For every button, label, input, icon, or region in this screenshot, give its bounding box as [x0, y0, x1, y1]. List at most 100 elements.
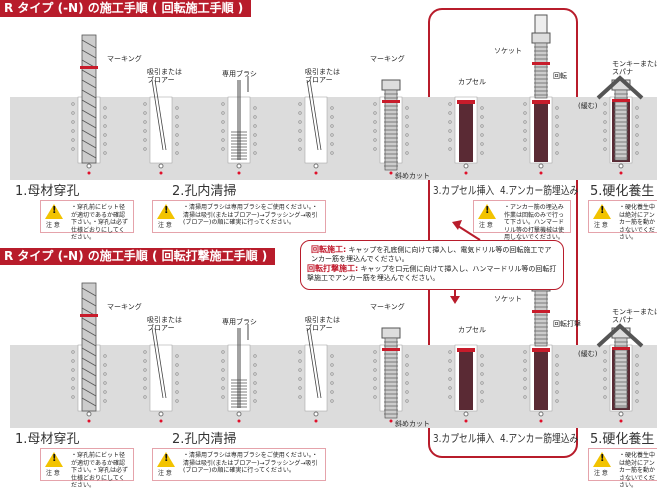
debris-dot: [71, 147, 75, 151]
debris-dot: [298, 359, 302, 363]
debris-dot: [143, 350, 147, 354]
diagonal-cut-label: 斜めカット: [395, 420, 430, 428]
debris-dot: [373, 350, 377, 354]
blower-nozzle: [151, 327, 167, 399]
debris-dot: [523, 147, 527, 151]
debris-dot: [298, 138, 302, 142]
step-label: 5.硬化養生: [590, 184, 655, 199]
anchor-bolt: [614, 89, 628, 161]
debris-dot: [555, 354, 559, 358]
debris-dot: [603, 102, 607, 106]
debris-dot: [221, 368, 225, 372]
marking-band: [612, 99, 630, 102]
red-dot: [464, 419, 468, 423]
drill-flute: [81, 297, 97, 307]
blower-nozzle: [151, 79, 167, 151]
blower-label: 吸引または ブロアー: [147, 316, 182, 332]
debris-dot: [71, 138, 75, 142]
debris-dot: [405, 106, 409, 110]
warning-icon: [593, 204, 611, 219]
debris-dot: [555, 115, 559, 119]
debris-dot: [603, 368, 607, 372]
debris-dot: [330, 106, 334, 110]
debris-dot: [448, 111, 452, 115]
caution-heading: 注 意: [594, 221, 608, 229]
red-dot: [159, 171, 163, 175]
debris-dot: [603, 359, 607, 363]
caution-text: ・清掃用ブラシは専用ブラシをご使用ください。・清掃は吸引(またはブロアー)→ブラ…: [183, 204, 318, 226]
debris-dot: [103, 142, 107, 146]
drill-flute: [81, 109, 97, 119]
caution-box-cure: 注 意・硬化養生中は絶対にアンカー筋を動かさないでください。: [588, 448, 657, 489]
debris-dot: [71, 377, 75, 381]
debris-dot: [448, 350, 452, 354]
debris-dot: [143, 359, 147, 363]
debris-dot: [253, 115, 257, 119]
debris-dot: [523, 377, 527, 381]
debris-dot: [448, 102, 452, 106]
debris-dot: [373, 102, 377, 106]
debris-dot: [523, 102, 527, 106]
debris-dot: [480, 372, 484, 376]
warning-icon: [45, 452, 63, 467]
debris-dot: [480, 115, 484, 119]
debris-dot: [635, 133, 639, 137]
warning-icon: [478, 204, 496, 219]
debris-dot: [448, 377, 452, 381]
capsule-cap: [532, 100, 550, 104]
step-label: 3.カプセル挿入: [433, 184, 495, 197]
debris-dot: [221, 395, 225, 399]
debris-dot: [175, 354, 179, 358]
debris-dot: [555, 142, 559, 146]
debris-dot: [330, 151, 334, 155]
caution-text: ・清掃用ブラシは専用ブラシをご使用ください。・清掃は吸引(またはブロアー)→ブラ…: [183, 452, 318, 474]
debris-dot: [555, 363, 559, 367]
wrench-icon: [596, 75, 644, 100]
debris-dot: [603, 111, 607, 115]
rotation-label: 回転打撃: [553, 320, 581, 328]
marking-band: [80, 314, 98, 317]
debris-dot: [523, 111, 527, 115]
debris-dot: [603, 129, 607, 133]
debris-dot: [448, 359, 452, 363]
debris-dot: [298, 120, 302, 124]
wrench-icon: [596, 323, 644, 348]
debris-dot: [480, 363, 484, 367]
debris-dot: [253, 390, 257, 394]
hole-bottom-marker: [538, 411, 544, 417]
debris-dot: [253, 354, 257, 358]
brush-label: 専用ブラシ: [222, 70, 257, 78]
debris-dot: [253, 142, 257, 146]
rotation-label: 回転: [553, 72, 567, 80]
step-label: 4.アンカー筋埋込み: [500, 432, 579, 445]
debris-dot: [373, 395, 377, 399]
debris-dot: [71, 129, 75, 133]
marking-label: マーキング: [370, 55, 405, 63]
debris-dot: [221, 386, 225, 390]
debris-dot: [175, 399, 179, 403]
debris-dot: [635, 390, 639, 394]
hole-bottom-marker: [236, 411, 242, 417]
capsule: [459, 102, 473, 162]
debris-dot: [480, 124, 484, 128]
debris-dot: [298, 102, 302, 106]
debris-dot: [221, 129, 225, 133]
warning-icon: [593, 452, 611, 467]
drill-flute: [81, 79, 97, 89]
debris-dot: [143, 377, 147, 381]
blower-nozzle: [306, 327, 322, 399]
debris-dot: [221, 138, 225, 142]
debris-dot: [221, 120, 225, 124]
drill-flute: [81, 149, 97, 159]
hole-bottom-marker: [236, 163, 242, 169]
debris-dot: [103, 390, 107, 394]
red-dot: [237, 419, 241, 423]
debris-dot: [71, 386, 75, 390]
debris-dot: [635, 381, 639, 385]
debris-dot: [405, 115, 409, 119]
caution-heading: 注 意: [46, 469, 60, 477]
hole-bottom-marker: [86, 163, 92, 169]
socket: [534, 14, 548, 34]
debris-dot: [448, 147, 452, 151]
debris-dot: [71, 395, 75, 399]
